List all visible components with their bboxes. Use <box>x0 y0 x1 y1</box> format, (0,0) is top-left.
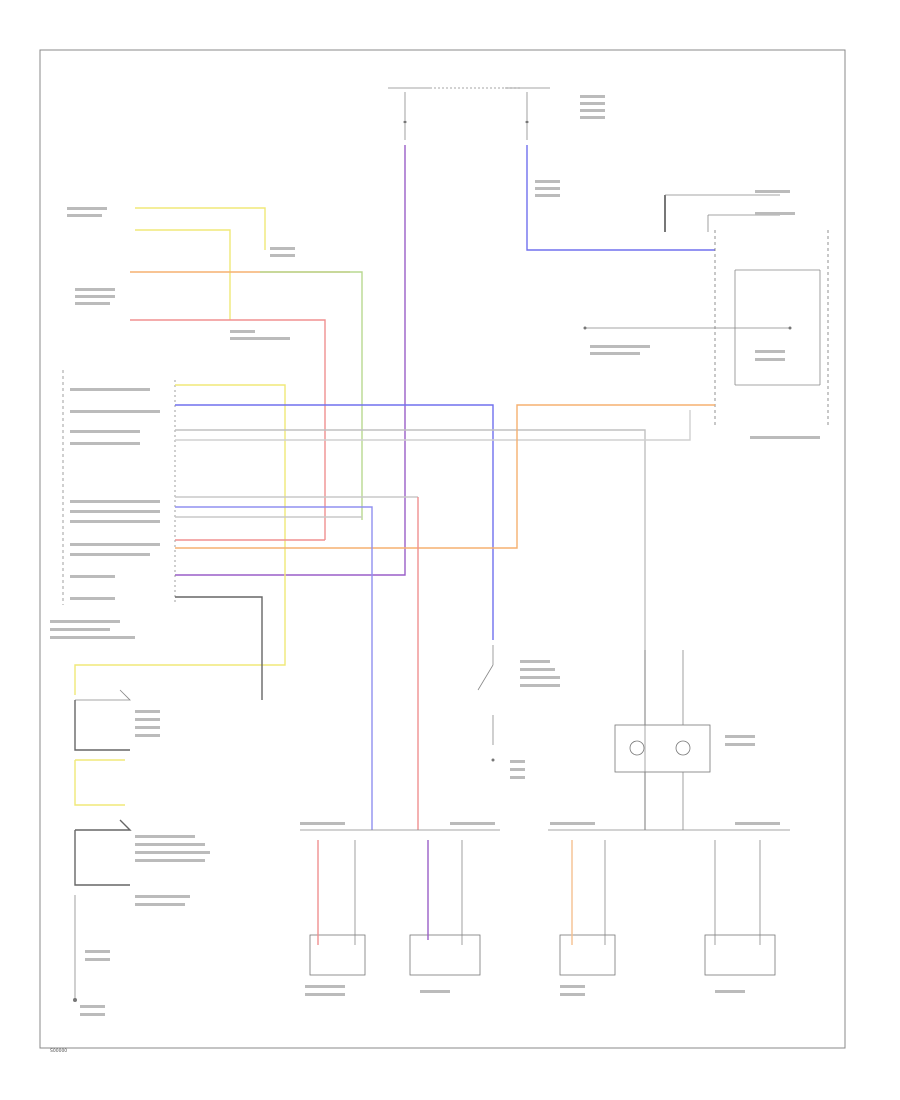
fuse-block-left <box>388 87 430 140</box>
wire-yellow-a <box>135 207 266 250</box>
relay-module <box>614 650 711 830</box>
actuator-passenger-front <box>309 840 366 976</box>
wire-yellow-long <box>74 384 286 695</box>
wire-blue-cluster <box>526 145 715 251</box>
wire-blue-low <box>175 506 373 830</box>
wire-purple-main <box>175 145 406 576</box>
module-connector <box>62 370 176 605</box>
label-marks <box>50 95 820 1016</box>
instrument-cluster <box>583 194 829 425</box>
footer-code: S00000 <box>50 1048 67 1054</box>
wire-blue-row <box>175 404 494 640</box>
wire-pink-top <box>130 319 326 540</box>
wire-black-ground <box>175 596 263 700</box>
wire-gray-row2 <box>175 410 691 441</box>
actuator-driver-front <box>559 840 616 976</box>
fuse-block-right <box>430 87 550 140</box>
actuator-driver-rear <box>704 840 776 976</box>
diagram-frame <box>39 49 846 1049</box>
wire-orange-cluster <box>175 404 715 549</box>
wire-yellow-b <box>135 229 231 320</box>
wire-gray-row1 <box>175 429 646 830</box>
door-switch <box>477 645 495 762</box>
actuator-passenger-rear <box>409 840 481 976</box>
wire-green-top <box>260 271 363 520</box>
left-switches <box>73 689 132 1002</box>
